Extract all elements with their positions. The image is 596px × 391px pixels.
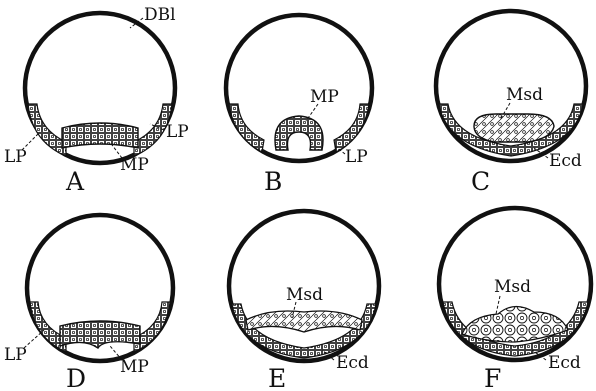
label-dbl: DBl bbox=[144, 5, 176, 25]
label-lp-right: LP bbox=[166, 122, 189, 142]
panel-letter-b: B bbox=[264, 167, 282, 196]
mesoderm-band bbox=[474, 114, 554, 142]
mesoderm-band bbox=[246, 311, 362, 332]
lateral-plate-right bbox=[334, 104, 369, 152]
label-ecd: Ecd bbox=[336, 353, 369, 373]
lateral-plate-left bbox=[28, 104, 66, 156]
label-msd: Msd bbox=[286, 285, 323, 305]
panel-d: LP MP D bbox=[4, 215, 173, 391]
medullary-plate bbox=[62, 123, 138, 148]
label-lp-left: LP bbox=[4, 147, 27, 167]
label-mp: MP bbox=[310, 87, 339, 107]
panel-letter-c: C bbox=[471, 167, 490, 196]
label-mp: MP bbox=[120, 155, 149, 175]
panel-letter-a: A bbox=[65, 167, 85, 196]
lateral-plate-left bbox=[229, 104, 264, 152]
panel-letter-d: D bbox=[66, 364, 86, 391]
panel-e: Msd Ecd E bbox=[229, 211, 379, 391]
panel-c: Msd Ecd C bbox=[436, 11, 586, 196]
label-msd: Msd bbox=[494, 277, 531, 297]
label-ecd: Ecd bbox=[549, 151, 582, 171]
label-lp: LP bbox=[4, 345, 27, 365]
medullary-plate bbox=[60, 321, 140, 348]
label-ecd: Ecd bbox=[548, 353, 581, 373]
medullary-plate-folding bbox=[275, 116, 323, 150]
label-mp: MP bbox=[120, 357, 149, 377]
panel-letter-f: F bbox=[484, 364, 501, 391]
label-msd: Msd bbox=[506, 85, 543, 105]
panel-a: DBl LP LP MP A bbox=[4, 5, 189, 196]
panel-b: MP LP B bbox=[226, 15, 372, 196]
panel-f: Msd Ecd F bbox=[439, 208, 591, 391]
label-lp: LP bbox=[345, 147, 368, 167]
panel-letter-e: E bbox=[268, 364, 286, 391]
